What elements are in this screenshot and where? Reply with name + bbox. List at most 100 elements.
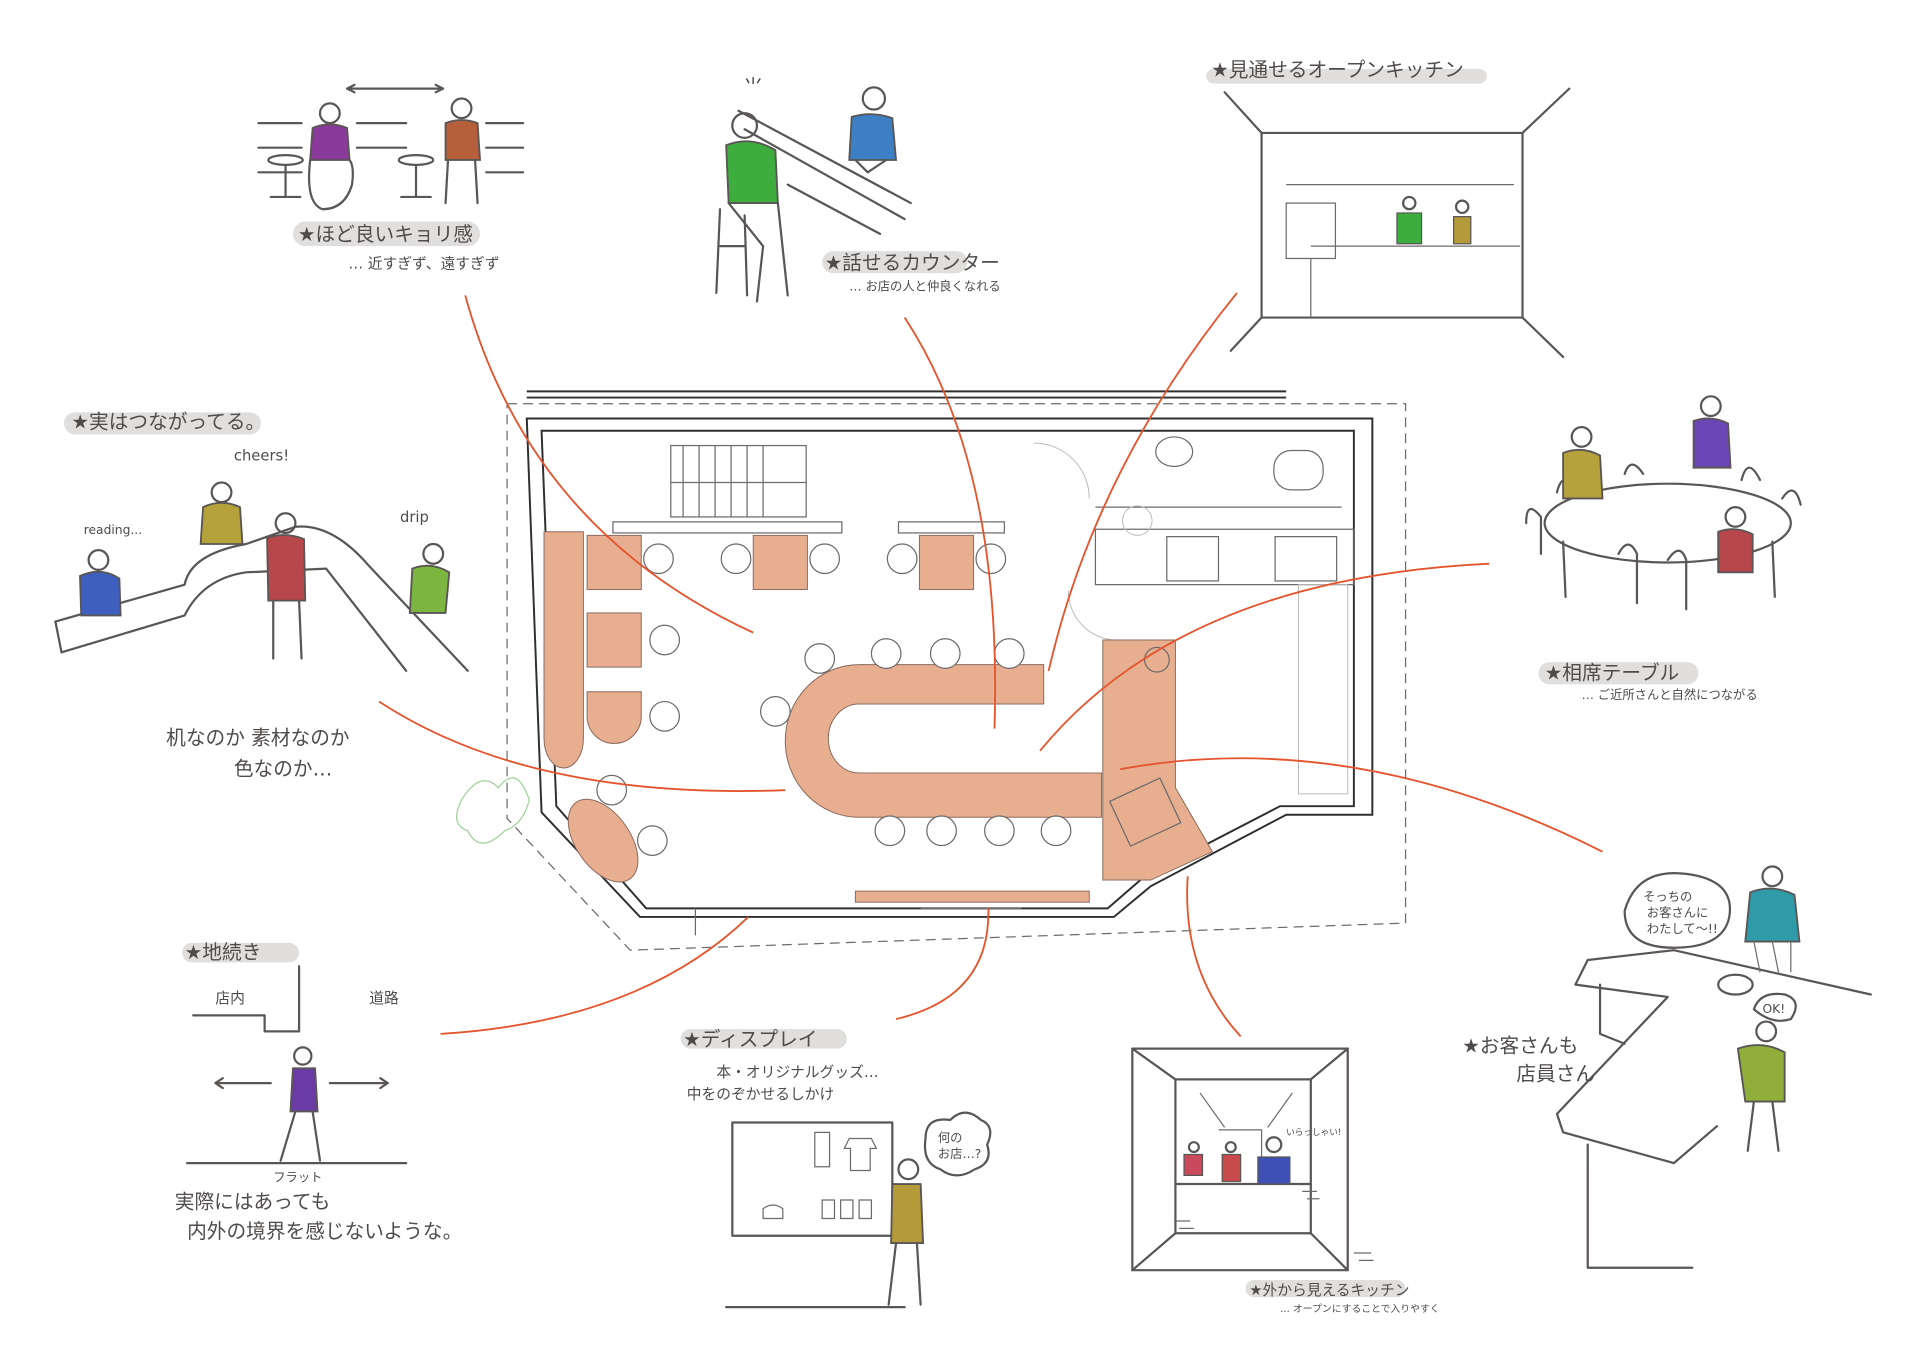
caption-line-1: 実際にはあっても [175, 1191, 331, 1214]
leader-counter [903, 317, 997, 729]
figure-staff-teal [1744, 865, 1801, 973]
brick-pattern [1175, 1190, 1374, 1261]
leader-lines [378, 292, 1603, 1037]
figure-customer-blue [1257, 1136, 1291, 1185]
chairs [596, 543, 1072, 857]
note-subtitle: … ご近所さんと自然につながる [1582, 687, 1758, 702]
chair [886, 543, 918, 575]
figure-red-seated [1717, 505, 1754, 574]
bubble-line-2: お店…? [938, 1147, 981, 1161]
note-title: ★相席テーブル [1545, 661, 1680, 684]
caption-line-2: 色なのか… [234, 757, 332, 780]
bubble-line-2: お客さんに [1647, 905, 1709, 920]
chair [596, 774, 628, 806]
figure-walker-purple [279, 1046, 322, 1162]
chair [874, 815, 906, 847]
label-flat: フラット [273, 1171, 322, 1185]
label-inside: 店内 [215, 990, 245, 1007]
partition-wall-2 [897, 521, 1005, 534]
sink-icon [1155, 436, 1194, 468]
leader-shared-table [1039, 562, 1490, 752]
speech-bubble-staff [1623, 872, 1732, 949]
vignette-connected: ★実はつながってる。 cheers! reading... drip 机なのか … [54, 410, 469, 780]
wood-furniture [543, 531, 1214, 903]
chair [929, 638, 961, 669]
note-title: ★ディスプレイ [683, 1028, 817, 1051]
note-title-1: ★お客さんも [1462, 1034, 1578, 1057]
leader-customers-staff [1119, 757, 1603, 853]
speech-bubble-customer [1752, 992, 1797, 1022]
note-title: ★話せるカウンター [825, 252, 1000, 275]
chair [809, 543, 841, 575]
label-reading: reading... [84, 523, 142, 537]
label-cheers: cheers! [234, 447, 289, 464]
chair [720, 543, 752, 575]
note-title: ★地続き [185, 941, 262, 964]
note-title: ★外から見えるキッチン [1249, 1282, 1409, 1299]
cooktop [1108, 777, 1182, 847]
planter [456, 777, 530, 844]
figure-chef-olive [1452, 199, 1472, 245]
chair [643, 543, 674, 575]
table [752, 534, 808, 591]
vignette-customers-staff: そっちの お客さんに わたして〜!! OK! ★お客さんも 店員さん [1462, 865, 1872, 1269]
corner-bench [567, 798, 639, 883]
vignette-shared-table: ★相席テーブル … ご近所さんと自然につながる [1525, 395, 1802, 702]
figure-green-drip [408, 542, 451, 614]
vignette-open-kitchen: ★見通せるオープンキッチン [1206, 58, 1571, 359]
wall-bench [543, 531, 584, 769]
chair [975, 543, 1007, 575]
note-subtitle-1: 本・オリジナルグッズ… [716, 1064, 878, 1081]
leader-connected [378, 700, 786, 792]
figure-purple-standing [1692, 395, 1732, 469]
figure-blue [848, 86, 898, 174]
figure-staff-pink [1183, 1141, 1204, 1177]
vignette-continuous-ground: ★地続き 店内 道路 フラット 実際にはあっても 内外の境界を感じないような。 [175, 941, 463, 1243]
note-title: ★ほど良いキョリ感 [298, 223, 473, 246]
figure-olive-viewer [887, 1158, 925, 1306]
caption-line-2: 内外の境界を感じないような。 [187, 1220, 462, 1243]
note-subtitle: … オープンにすることで入りやすく [1280, 1303, 1440, 1315]
table-round [586, 691, 642, 744]
double-arrow-icon [345, 83, 445, 94]
staircase [670, 444, 807, 518]
figure-red [266, 512, 307, 660]
display-shelf [854, 890, 1090, 903]
vignette-counter: ⺌ ★話せるカウンター … お店の人と仲良くなれる [715, 76, 1001, 303]
entrance-door [694, 907, 1022, 936]
table [586, 612, 642, 668]
speech-greeting: いらっしゃい! [1286, 1127, 1341, 1138]
chair [649, 624, 681, 656]
floor-plan [456, 390, 1407, 951]
table [918, 534, 975, 591]
note-title-2: 店員さん [1516, 1063, 1595, 1086]
bubble-line-1: 何の [938, 1130, 963, 1145]
chair [984, 815, 1015, 847]
vignette-visible-kitchen: いらっしゃい! ★外から見えるキッチン … オープンにすることで入りやすく [1131, 1047, 1440, 1315]
u-counter [784, 664, 1103, 818]
chair [760, 696, 791, 727]
chair [926, 815, 957, 847]
kitchen-equipment [1067, 505, 1355, 795]
figure-purple [307, 102, 354, 211]
decoration-marks: ⺌ [743, 76, 763, 99]
figure-chef-green [1396, 195, 1423, 245]
chair [993, 638, 1025, 669]
chair [649, 700, 681, 732]
figure-brown [444, 97, 481, 205]
note-subtitle: … 近すぎず、遠すぎず [348, 255, 499, 272]
bubble-line-1: そっちの [1643, 890, 1692, 904]
chair [636, 825, 668, 857]
leader-visible-kitchen [1186, 876, 1242, 1037]
figure-green [715, 112, 789, 303]
note-title: ★実はつながってる。 [71, 410, 265, 433]
figure-olive-seated [1562, 425, 1604, 500]
leader-continuous-ground [440, 916, 749, 1035]
chair [870, 638, 902, 669]
thought-bubble [923, 1111, 992, 1177]
figure-olive [199, 481, 244, 545]
label-road: 道路 [369, 990, 399, 1007]
figure-reader-blue [79, 549, 122, 617]
toilet-icon [1273, 449, 1324, 491]
vignette-display: ★ディスプレイ 本・オリジナルグッズ… 中をのぞかせるしかけ 何の お店…? [680, 1028, 992, 1309]
